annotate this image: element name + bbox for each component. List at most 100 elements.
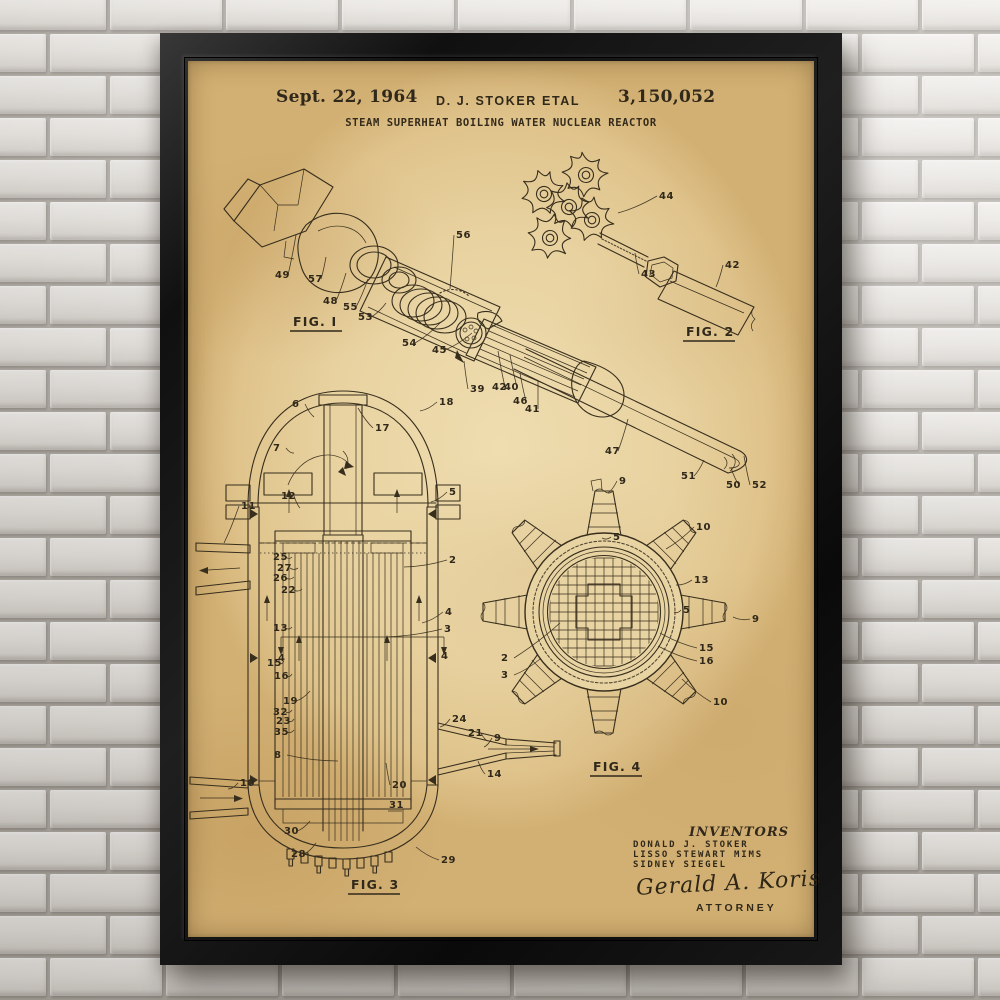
brick [0,34,46,72]
brick [922,160,1000,198]
brick [50,874,162,912]
brick [342,0,454,30]
brick [0,832,106,870]
brick [922,748,1000,786]
fig1-art [223,168,748,474]
part-label-51: 51 [681,471,696,482]
brick [50,706,162,744]
brick [50,202,162,240]
brick [50,622,162,660]
brick [862,370,974,408]
part-label-3: 3 [444,624,451,635]
brick [0,580,106,618]
part-label-15: 15 [699,643,714,654]
part-label-45: 45 [432,345,447,356]
brick [0,664,106,702]
brick [50,790,162,828]
patent-print-paper: Sept. 22, 1964 D. J. STOKER ETAL 3,150,0… [188,61,822,937]
part-label-32: 32 [273,707,288,718]
part-label-8: 8 [274,750,281,761]
brick [50,454,162,492]
brick [50,34,162,72]
part-label-2: 2 [449,555,456,566]
brick [806,0,918,30]
brick [978,202,1000,240]
part-label-4: 4 [445,607,452,618]
part-label-4: 4 [441,651,448,662]
part-label-30: 30 [284,826,299,837]
part-label-21: 21 [468,728,483,739]
part-label-24: 24 [452,714,467,725]
brick [978,538,1000,576]
brick [862,958,974,996]
brick [0,370,46,408]
part-label-55: 55 [343,302,358,313]
brick [978,790,1000,828]
part-label-56: 56 [456,230,471,241]
brick [0,958,46,996]
part-label-53: 53 [358,312,373,323]
brick [922,328,1000,366]
brick [0,538,46,576]
inventor-name-1: DONALD J. STOKER [633,840,749,850]
part-label-42: 42 [492,382,507,393]
brick [862,706,974,744]
brick [922,664,1000,702]
brick [0,244,106,282]
part-label-18: 18 [439,397,454,408]
brick [978,622,1000,660]
brick [978,874,1000,912]
part-label-54: 54 [402,338,417,349]
part-label-5: 5 [449,487,456,498]
brick [690,0,802,30]
brick [978,958,1000,996]
brick [862,454,974,492]
brick [50,370,162,408]
brick [0,706,46,744]
fig3-art [189,390,561,877]
brick [862,202,974,240]
brick [862,538,974,576]
brick [862,622,974,660]
part-label-13: 13 [273,623,288,634]
brick [922,832,1000,870]
part-label-10: 10 [713,697,728,708]
brick [0,328,106,366]
brick [0,286,46,324]
part-label-49: 49 [275,270,290,281]
brick [50,286,162,324]
brick [978,370,1000,408]
brick [862,874,974,912]
part-label-42: 42 [725,260,740,271]
part-label-5: 5 [613,532,620,543]
part-label-23: 23 [276,716,291,727]
patent-date: Sept. 22, 1964 [276,87,418,107]
part-label-46: 46 [513,396,528,407]
brick [862,790,974,828]
part-label-50: 50 [726,480,741,491]
brick [978,118,1000,156]
brick [862,118,974,156]
part-label-22: 22 [281,585,296,596]
brick [0,454,46,492]
part-label-31: 31 [389,800,404,811]
part-label-47: 47 [605,446,620,457]
caption-fig2: FIG. 2 [686,324,734,339]
brick [0,0,106,30]
part-label-35: 35 [274,727,289,738]
brick [0,202,46,240]
brick [922,412,1000,450]
inventor-name-3: SIDNEY SIEGEL [633,860,727,870]
part-label-13: 13 [694,575,709,586]
part-label-2: 2 [501,653,508,664]
brick [978,454,1000,492]
part-label-43: 43 [641,269,656,280]
part-label-57: 57 [308,274,323,285]
patent-title: STEAM SUPERHEAT BOILING WATER NUCLEAR RE… [345,117,657,129]
brick [862,286,974,324]
brick [50,118,162,156]
brick [50,958,162,996]
